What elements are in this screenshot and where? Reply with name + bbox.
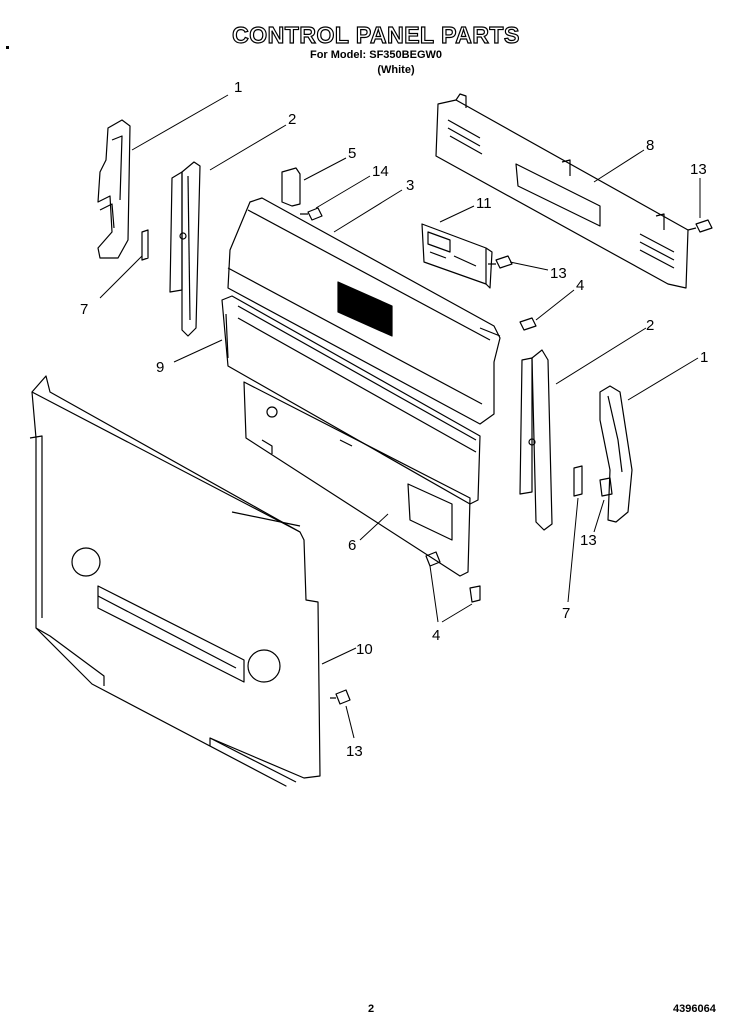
side-bracket-left <box>169 161 201 337</box>
small-bracket <box>281 167 301 207</box>
screw-4-bottom-a <box>425 551 441 567</box>
callout-9: 9 <box>156 359 164 376</box>
callout-10: 10 <box>356 641 373 658</box>
screw-4-bottom-b <box>469 585 481 603</box>
clip-left <box>141 229 149 261</box>
callout-13-bottom: 13 <box>346 743 363 760</box>
model-line: For Model: SF350BEGW0 <box>309 49 443 61</box>
callout-13-mid: 13 <box>580 532 597 549</box>
backguard-panel <box>243 381 471 577</box>
control-panel-trim <box>221 295 481 505</box>
end-cap-right <box>599 385 633 523</box>
control-panel-shell <box>227 197 501 425</box>
rear-panel <box>435 93 689 289</box>
callout-2-top: 2 <box>288 111 296 128</box>
screw-13-right <box>687 219 713 233</box>
callout-5: 5 <box>348 145 356 162</box>
document-number: 4396064 <box>673 1003 716 1015</box>
clip-right <box>573 465 583 497</box>
end-cap-left <box>97 119 131 259</box>
side-bracket-right <box>519 349 553 531</box>
callout-7-left: 7 <box>80 301 88 318</box>
leader-lines <box>99 94 701 739</box>
callout-3: 3 <box>406 177 414 194</box>
page-number: 2 <box>368 1003 375 1015</box>
callout-7-right: 7 <box>562 605 570 622</box>
color-line: (White) <box>377 64 415 76</box>
callout-4-bottom: 4 <box>432 627 440 644</box>
callout-13-right: 13 <box>690 161 707 178</box>
callout-1-top: 1 <box>234 79 242 96</box>
screw-4-top <box>519 317 537 331</box>
screw-13-bottom <box>330 689 351 705</box>
main-rear-panel <box>29 375 321 787</box>
callout-11: 11 <box>476 195 492 212</box>
callout-2-right: 2 <box>646 317 654 334</box>
callout-1-right: 1 <box>700 349 708 366</box>
callout-6: 6 <box>348 537 356 554</box>
callout-14: 14 <box>372 163 389 180</box>
clock-control <box>421 223 493 289</box>
screw-13-mid <box>599 477 613 497</box>
callout-4-top: 4 <box>576 277 584 294</box>
screw-14 <box>300 207 323 221</box>
callout-13-clock: 13 <box>550 265 567 282</box>
page-title: CONTROL PANEL PARTS <box>232 21 520 48</box>
screw-13-clock <box>488 255 513 269</box>
corner-mark <box>6 46 9 49</box>
callout-8: 8 <box>646 137 654 154</box>
